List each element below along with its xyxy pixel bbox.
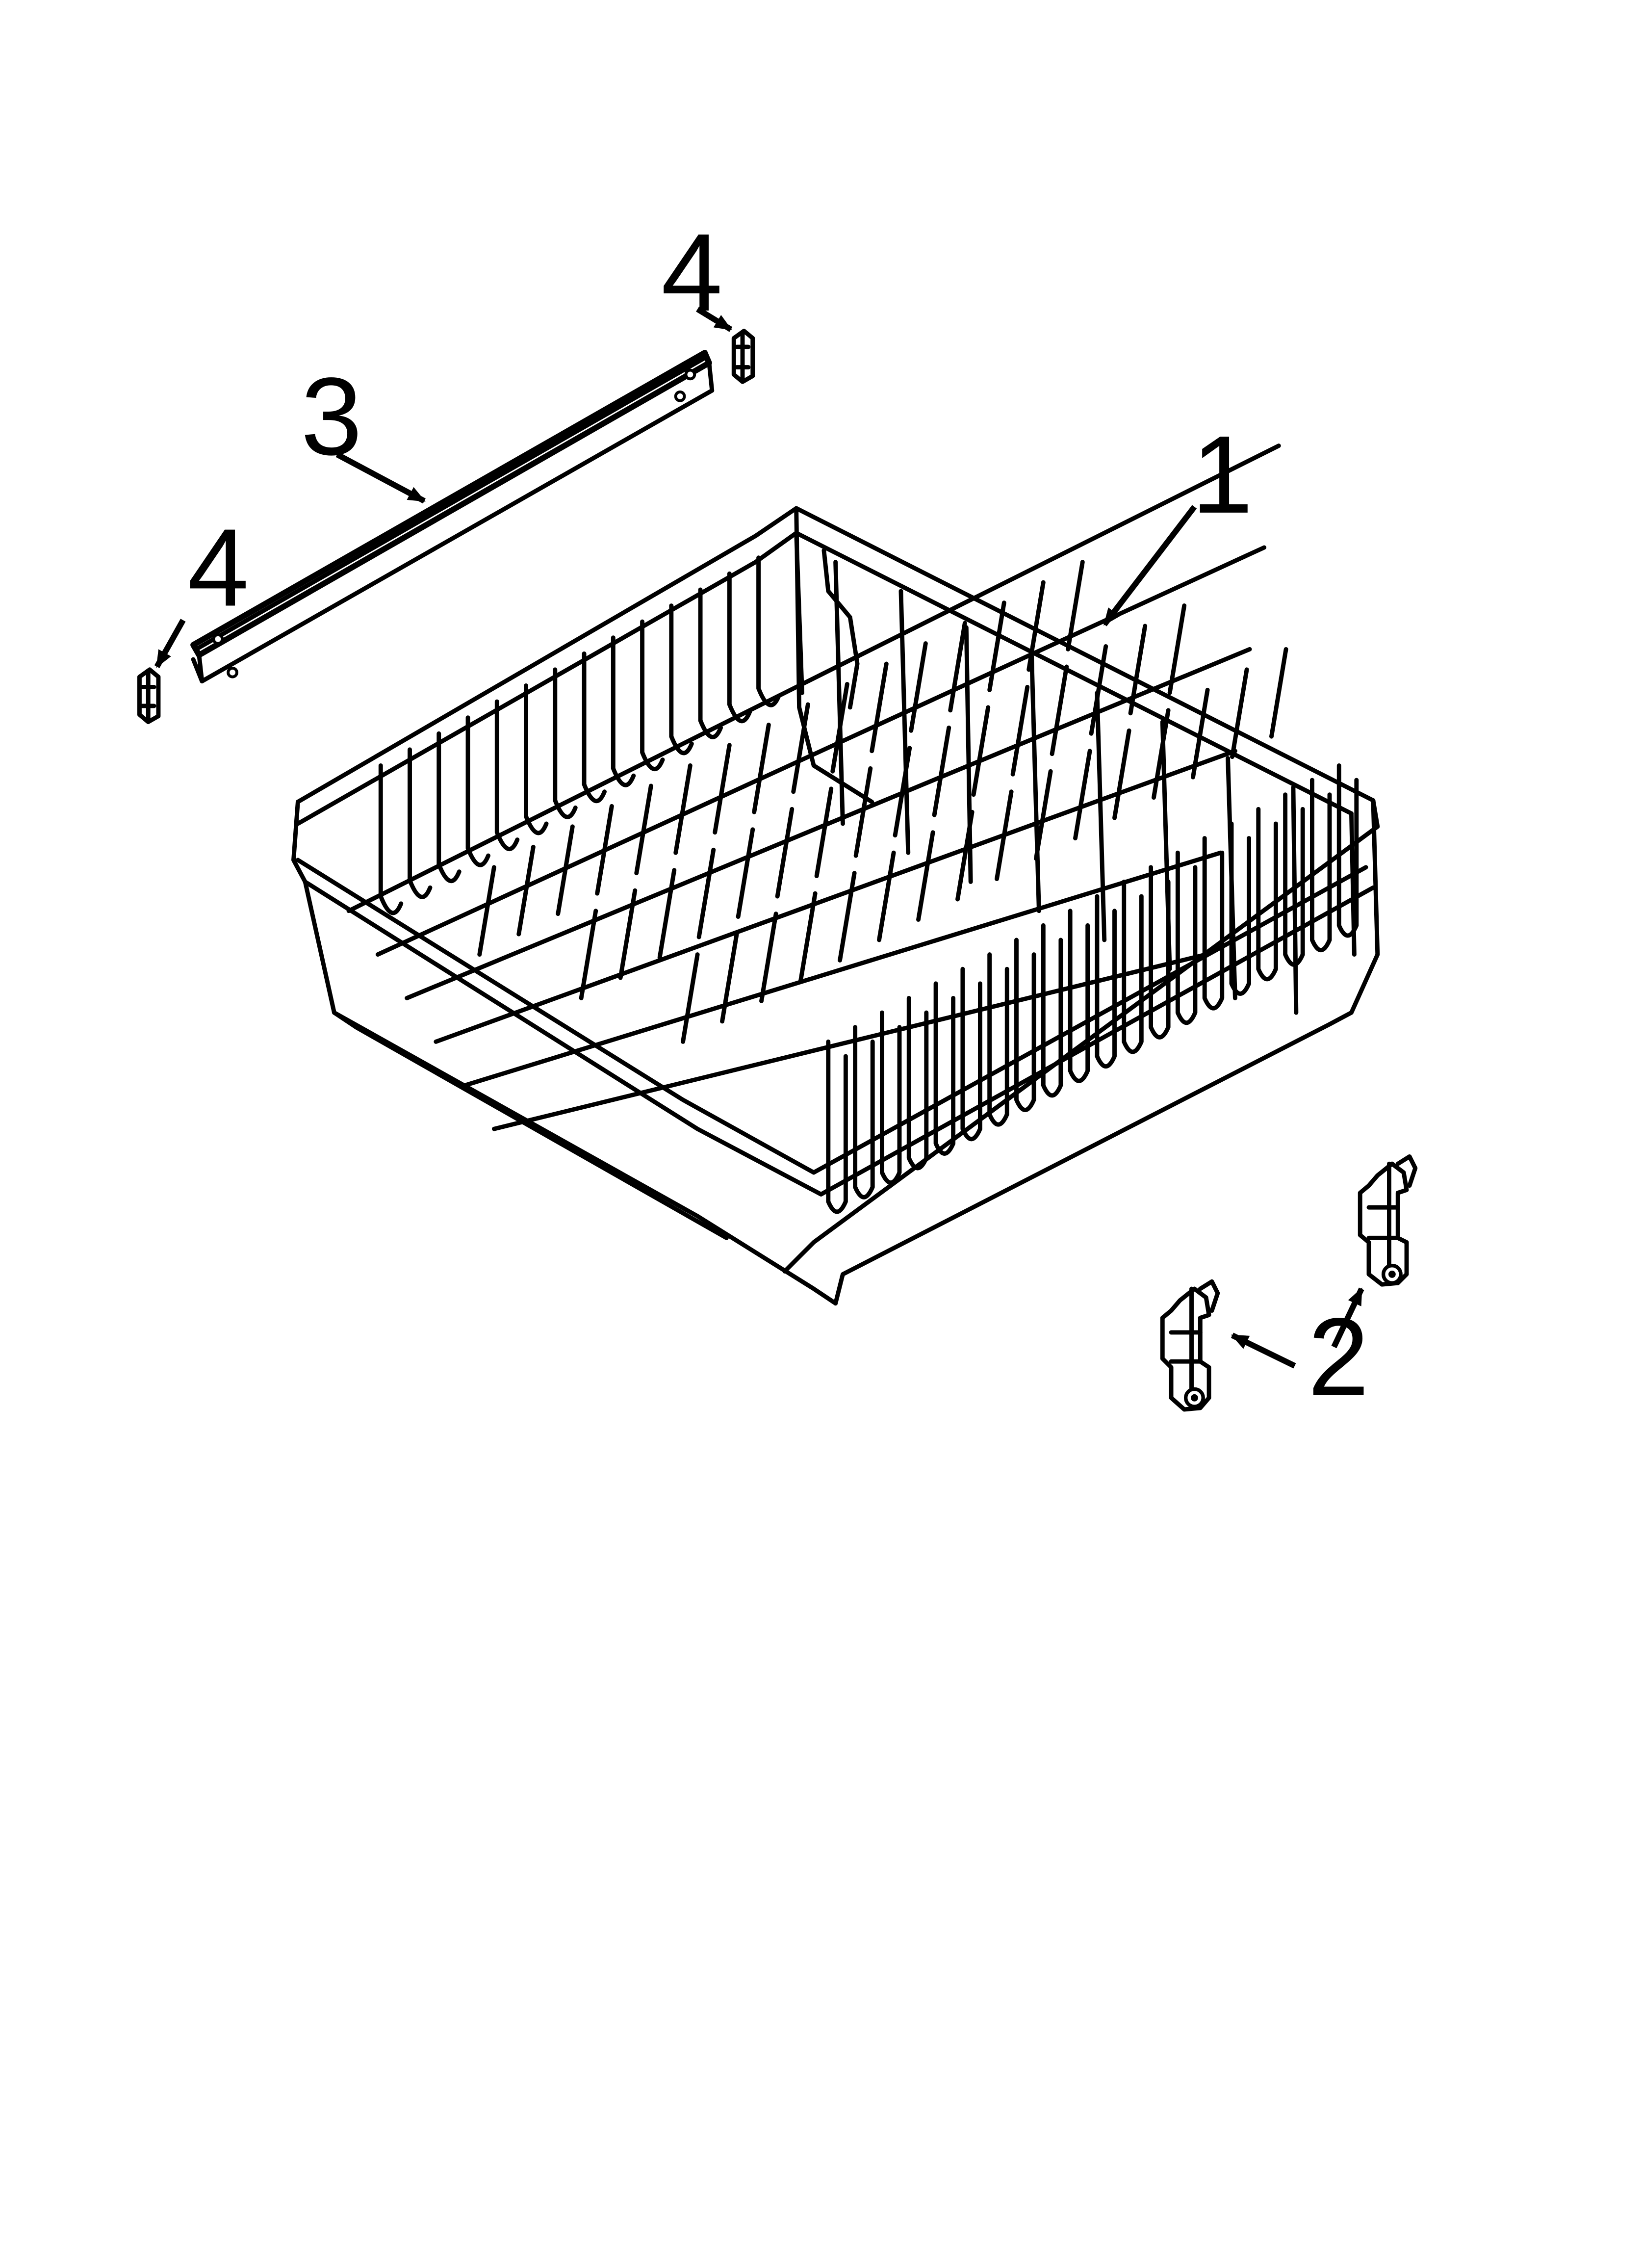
leader-lines — [154, 307, 1364, 1369]
rack-front-tine — [1336, 763, 1359, 938]
rack-inner-tine — [736, 827, 755, 919]
rack-back-tine — [494, 699, 520, 851]
rack-front-tine — [1283, 792, 1305, 967]
rack-inner-tine — [1167, 603, 1187, 695]
rack-inner-tine — [657, 868, 677, 960]
rack-lateral-wire — [375, 545, 1267, 957]
rack-lateral-wire — [346, 443, 1281, 913]
callout-rail-end-cap-left: 4 — [187, 506, 249, 629]
rack-inner-tine — [791, 702, 810, 794]
rack-inner-tine — [948, 621, 967, 713]
rack-inner-tine — [877, 850, 896, 942]
rack-inner-tine — [814, 786, 834, 879]
rack-inner-tine — [713, 743, 732, 835]
rack-back-tine — [756, 555, 781, 707]
rack-inner-tine — [853, 766, 873, 858]
upper-dish-rack-part — [291, 443, 1380, 1306]
rack-inner-tine — [775, 807, 795, 899]
rack-inner-tine — [1073, 749, 1092, 841]
rack-inner-tine — [1269, 647, 1288, 739]
rack-back-tine — [611, 635, 636, 787]
rack-back-tine — [553, 667, 578, 819]
rack-front-tine — [853, 1025, 875, 1199]
rack-back-tine — [698, 587, 723, 739]
rack-front-tine — [1256, 807, 1278, 982]
rack-back-tine — [378, 763, 404, 915]
rack-front-tine — [1149, 865, 1171, 1040]
rack-inner-tine — [916, 830, 935, 922]
callout-rack: 1 — [1192, 413, 1253, 536]
rack-inner-tine — [752, 723, 771, 814]
rack-inner-tine — [870, 661, 889, 754]
callout-roller-assembly: 2 — [1308, 1295, 1369, 1418]
rack-front-tine — [1229, 821, 1251, 996]
rack-inner-tine — [1152, 708, 1171, 800]
rack-back-tine — [582, 651, 607, 804]
rack-inner-tine — [1128, 624, 1148, 716]
rack-inner-tine — [1112, 728, 1131, 820]
rack-front-tine — [1175, 850, 1198, 1025]
rack-inner-tine — [798, 891, 818, 983]
rack-inner-tine — [1191, 687, 1210, 780]
rack-inner-tine — [516, 844, 536, 937]
rack-inner-tine — [838, 871, 857, 963]
rack-front-tine — [933, 981, 956, 1156]
rack-front-tine — [1014, 938, 1036, 1112]
rack-inner-tine — [673, 763, 693, 855]
rack-inner-tine — [681, 952, 700, 1044]
callout-rail-end-cap-top: 4 — [661, 210, 722, 334]
rack-inner-tine — [955, 809, 975, 902]
rack-inner-tine — [987, 600, 1006, 692]
rack-lateral-wire — [405, 647, 1252, 1000]
rack-roller-back-part — [1358, 1154, 1418, 1287]
rack-inner-tine — [1010, 684, 1030, 777]
callout-rail: 3 — [301, 354, 362, 478]
rack-front-tine — [879, 1010, 902, 1185]
rack-inner-tine — [634, 783, 653, 876]
rack-roller-front-part — [1160, 1279, 1220, 1412]
rack-lateral-wire — [434, 749, 1237, 1044]
rack-inner-tine — [971, 705, 991, 797]
rack-front-tine — [987, 952, 1009, 1127]
rack-inner-tine — [932, 725, 951, 817]
rack-front-tine — [1068, 909, 1090, 1083]
rack-front-tine — [906, 996, 929, 1171]
rack-inner-tine — [579, 909, 598, 1000]
rack-front-tine — [826, 1039, 848, 1214]
rack-lateral-wire — [462, 850, 1223, 1088]
rack-front-tine — [1202, 836, 1225, 1011]
rack-inner-tine — [696, 847, 716, 939]
rack-inner-tine — [477, 865, 496, 957]
rack-back-tine — [640, 619, 665, 771]
rack-inner-tine — [1230, 667, 1249, 759]
rack-inner-tine — [1050, 664, 1069, 756]
rack-back-tine — [669, 603, 694, 756]
rack-inner-tine — [759, 912, 778, 1003]
rack-back-tine — [727, 571, 752, 724]
rack-back-tine — [524, 683, 549, 835]
rack-inner-tine — [1034, 769, 1053, 861]
rack-inner-tine — [830, 682, 849, 774]
rack-inner-tine — [1089, 644, 1108, 736]
rack-inner-tine — [720, 932, 739, 1024]
rack-front-tine — [960, 966, 982, 1142]
rail-part — [190, 350, 715, 684]
rail-end-cap-top-part — [731, 329, 755, 384]
rack-lateral-wire — [491, 952, 1208, 1131]
rack-front-tine — [1122, 880, 1144, 1054]
rail-end-cap-left-part — [137, 667, 161, 724]
rack-front-tine — [1309, 778, 1332, 952]
rack-inner-tine — [909, 641, 928, 733]
rack-front-tine — [1095, 894, 1117, 1069]
rack-front-tine — [1041, 923, 1063, 1098]
